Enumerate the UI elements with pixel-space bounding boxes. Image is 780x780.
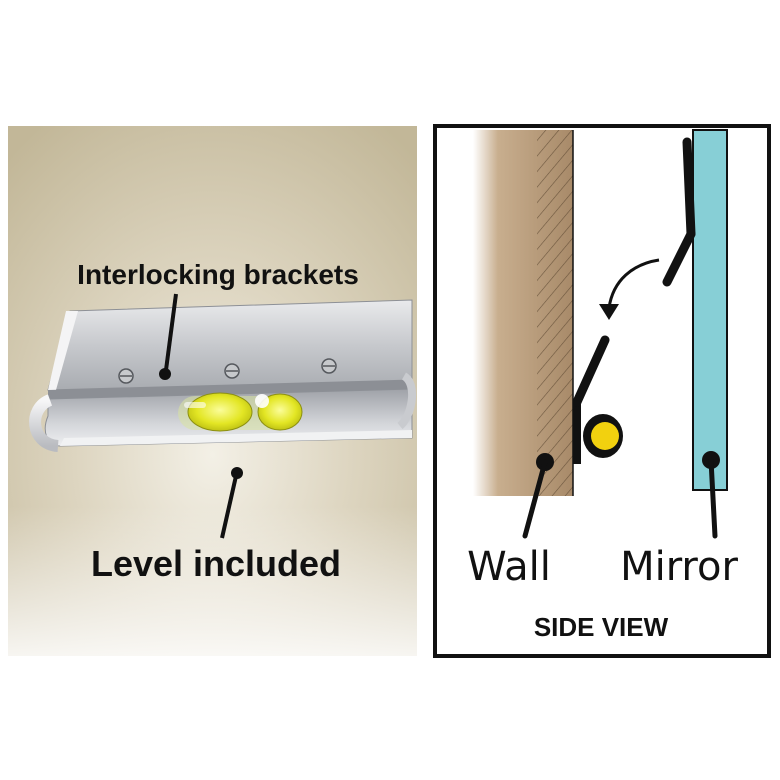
label-level-included: Level included: [91, 543, 341, 584]
wall-bracket: [572, 335, 623, 464]
side-view-diagram: Wall Mirror SIDE VIEW: [433, 124, 771, 658]
screw-1: [118, 368, 134, 384]
callout-level-pointer: [220, 467, 243, 539]
label-mirror: Mirror: [620, 544, 738, 590]
label-wall: Wall: [467, 544, 551, 590]
mirror-panel: [692, 129, 728, 491]
bracket-illustration-svg: Interlocking brackets Level included: [8, 126, 417, 656]
mirror-bracket: [662, 137, 696, 287]
mirror-pointer: [702, 451, 720, 539]
screw-2: [224, 363, 240, 379]
bottom-fade: [8, 506, 417, 656]
callout-bracket-pointer: [159, 293, 178, 380]
bracket-illustration: Interlocking brackets Level included: [8, 126, 417, 656]
wall-section: [473, 130, 574, 496]
arrow-head-icon: [599, 304, 619, 320]
rotation-arrow: [607, 258, 660, 309]
bubble-level: [178, 392, 303, 432]
label-interlocking-brackets: Interlocking brackets: [77, 259, 359, 290]
caption-side-view: SIDE VIEW: [534, 612, 669, 642]
side-view-svg: Wall Mirror SIDE VIEW: [433, 124, 771, 658]
interlocking-bracket: [29, 299, 417, 452]
screw-3: [321, 358, 337, 374]
wall-pointer: [522, 453, 554, 539]
